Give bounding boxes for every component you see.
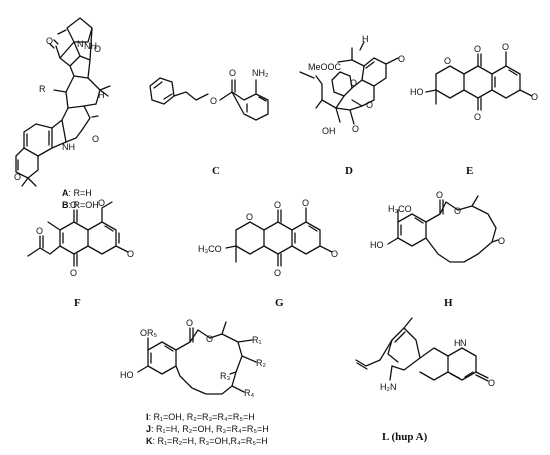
atom-o-quinone-bottom: O	[274, 268, 281, 278]
structure-h: H₃CO HO O O O	[370, 190, 505, 263]
atom-o-carbonyl: O	[436, 190, 443, 200]
atom-h2n: H₂N	[380, 382, 397, 392]
atom-o-carbonyl: O	[488, 378, 495, 388]
caption-j: J: R₁=H, R₂=OH, R₃=R₄=R₅=H	[146, 424, 269, 434]
atom-o-ring: O	[366, 100, 373, 110]
atom-o-methoxy-right: O	[331, 249, 338, 259]
atom-o-methoxy-top: O	[302, 198, 309, 208]
atom-ho: HO	[120, 370, 134, 380]
atom-r3: R₃	[220, 371, 230, 381]
atom-h: H	[362, 34, 369, 44]
label-e: E	[466, 165, 473, 177]
caption-i-text: : R₁=OH, R₂=R₃=R₄=R₅=H	[149, 412, 255, 422]
atom-meooc: MeOOC	[308, 62, 342, 72]
atom-o-lactam: O	[92, 134, 99, 144]
caption-a-letter: A	[62, 188, 69, 198]
atom-o-ester: O	[206, 334, 213, 344]
caption-i: I: R₁=OH, R₂=R₃=R₄=R₅=H	[146, 412, 255, 422]
atom-o-methoxy-right: O	[127, 249, 134, 259]
atom-o-ester: O	[454, 206, 461, 216]
atom-n: N	[77, 39, 84, 49]
atom-r2: R₂	[256, 358, 266, 368]
atom-n: N	[460, 338, 467, 348]
atom-r4: R₄	[244, 388, 254, 398]
atom-ho: HO	[370, 240, 384, 250]
caption-k: K: R₁=R₂=H, R₃=OH,R₄=R₅=H	[146, 436, 268, 446]
atom-o-quinone-top: O	[274, 200, 281, 210]
atom-o: O	[94, 44, 101, 54]
atom-o-carbonyl: O	[229, 68, 236, 78]
atom-nh2: NH₂	[252, 68, 269, 78]
atom-h: H	[98, 90, 105, 100]
label-l: L (hup A)	[382, 431, 428, 443]
atom-o-ketone: O	[498, 236, 505, 246]
atom-oh: OH	[322, 126, 336, 136]
structure-g: O O O O O H₃CO	[198, 198, 338, 278]
caption-b: B: R=OH	[62, 200, 99, 210]
atom-h: H	[454, 338, 461, 348]
caption-i-letter: I	[146, 412, 149, 422]
atom-o-ketone: O	[36, 226, 43, 236]
atom-o-carbonyl: O	[46, 36, 53, 46]
structure-f: O O O O O	[27, 198, 134, 278]
caption-b-letter: B	[62, 200, 69, 210]
atom-o-spiro: O	[350, 78, 357, 88]
structure-d: MeOOC H O O O OH O	[299, 34, 405, 136]
atom-o-methoxy: O	[398, 54, 405, 64]
atom-nh: NH	[84, 41, 97, 51]
caption-k-text: : R₁=R₂=H, R₃=OH,R₄=R₅=H	[153, 436, 268, 446]
atom-r1: R₁	[252, 335, 262, 345]
structure-l: H N O H₂N	[355, 317, 495, 392]
atom-o-quinone-top: O	[474, 44, 481, 54]
caption-j-letter: J	[146, 424, 151, 434]
caption-j-text: : R₁=H, R₂=OH, R₃=R₄=R₅=H	[151, 424, 269, 434]
structure-ab: R N NH O O H O NH O	[14, 17, 111, 187]
label-g: G	[275, 297, 284, 309]
caption-a: A: R=H	[62, 188, 92, 198]
atom-or5: OR₅	[140, 328, 158, 338]
atom-o-methoxy-top: O	[502, 42, 509, 52]
atom-o-methoxy-top: O	[98, 198, 105, 208]
atom-o-top: O	[70, 200, 77, 210]
atom-o-carbonyl: O	[186, 318, 193, 328]
atom-r: R	[39, 84, 46, 94]
atom-o-quinone-bottom: O	[474, 112, 481, 122]
atom-o-pyran: O	[14, 172, 21, 182]
caption-a-text: : R=H	[69, 188, 92, 198]
atom-h3co: H₃CO	[388, 204, 412, 214]
structure-e: O O O O O HO	[410, 42, 538, 122]
label-f: F	[74, 297, 81, 309]
atom-o-ring: O	[444, 56, 451, 66]
label-d: D	[345, 165, 353, 177]
structure-c: O O NH₂	[149, 68, 269, 121]
atom-ho: HO	[410, 87, 424, 97]
atom-o-bottom: O	[70, 268, 77, 278]
structure-ijk: OR₅ HO O O R₁ R₂ R₃ R₄	[120, 318, 266, 398]
label-c: C	[212, 165, 220, 177]
label-h: H	[444, 297, 453, 309]
caption-k-letter: K	[146, 436, 153, 446]
atom-o-lactone: O	[352, 124, 359, 134]
caption-b-text: : R=OH	[69, 200, 99, 210]
atom-o-methoxy-right: O	[531, 92, 538, 102]
atom-h3co: H₃CO	[198, 244, 222, 254]
atom-nh-indole: NH	[62, 142, 75, 152]
atom-o-ring: O	[246, 212, 253, 222]
atom-o-ester: O	[210, 96, 217, 106]
